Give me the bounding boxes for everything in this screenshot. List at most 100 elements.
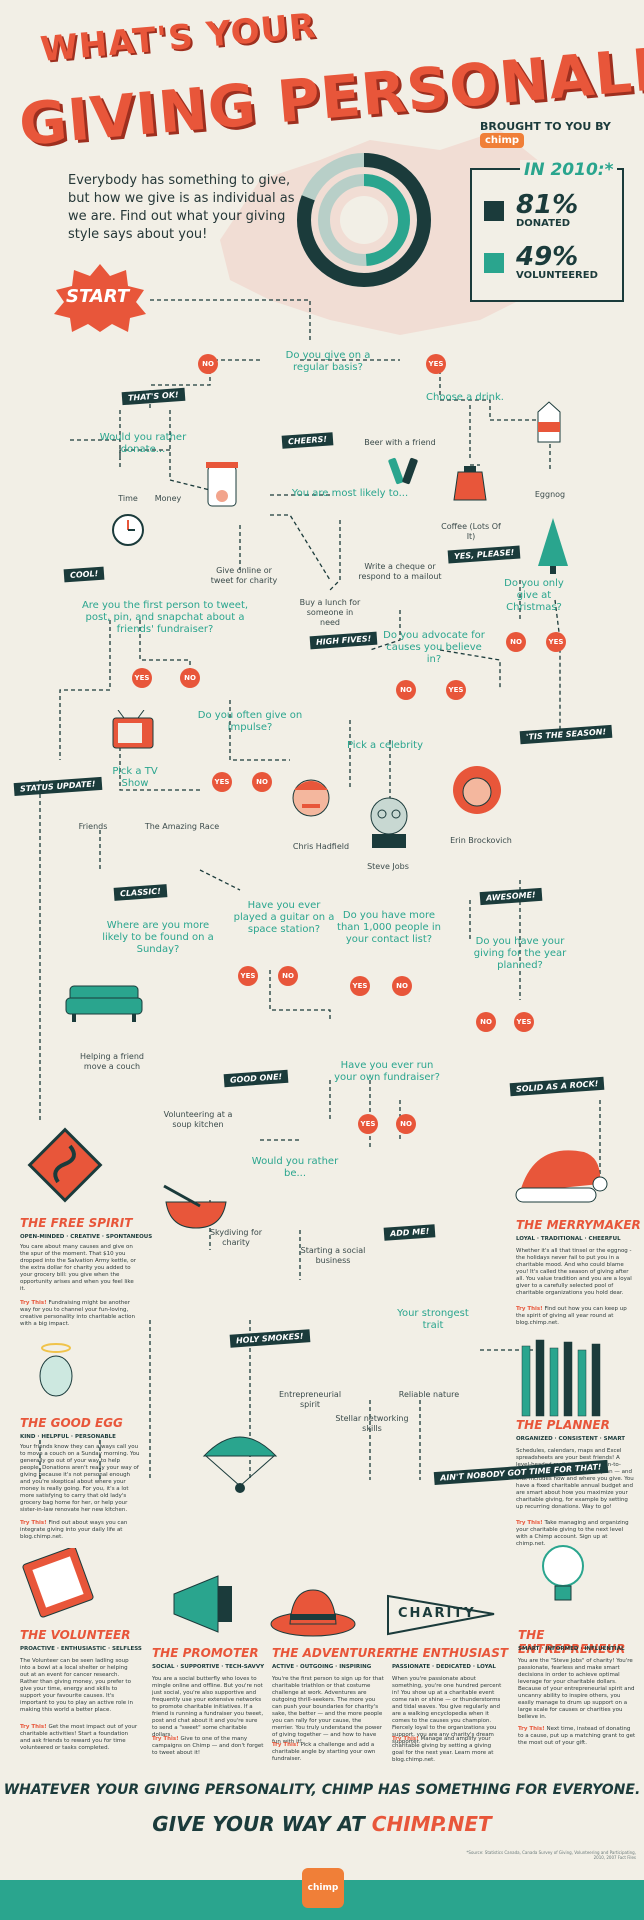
option-eggnog[interactable]: Eggnog	[534, 490, 566, 499]
answer-no-impulse[interactable]: NO	[252, 772, 272, 792]
chimp-net-link[interactable]: CHIMP.NET	[371, 1812, 492, 1836]
option-coffee[interactable]: Coffee (Lots Of It)	[441, 522, 501, 541]
adventurer-tip: Try This! Pick a challenge and add a cha…	[272, 1742, 384, 1763]
option-write-cheque[interactable]: Write a cheque or respond to a mailout	[358, 562, 442, 581]
volunteer-tip: Try This! Get the most impact out of you…	[20, 1724, 138, 1752]
volunteer-traits: PROACTIVE · ENTHUSIASTIC · SELFLESS	[20, 1646, 142, 1652]
answer-no-christmas[interactable]: NO	[506, 632, 526, 652]
promoter-traits: SOCIAL · SUPPORTIVE · TECH-SAVVY	[152, 1664, 265, 1670]
option-entrepreneurial[interactable]: Entrepreneurial spirit	[278, 1390, 342, 1409]
free-spirit-tip: Try This! Fundraising might be another w…	[20, 1300, 140, 1328]
answer-no-first[interactable]: NO	[180, 668, 200, 688]
free-spirit-name: THE FREE SPIRIT	[20, 1216, 133, 1230]
answer-no-guitar[interactable]: NO	[278, 966, 298, 986]
enthusiast-tip-text: Manage and amplify your charitable givin…	[392, 1736, 494, 1763]
answer-yes-contacts[interactable]: YES	[350, 976, 370, 996]
footer-cta: GIVE YOUR WAY AT CHIMP.NET	[0, 1812, 644, 1836]
good-egg-tip-text: Find out about ways you can integrate gi…	[20, 1520, 128, 1540]
merrymaker-tip-text: Find out how you can keep up the spirit …	[516, 1306, 627, 1326]
enthusiast-traits: PASSIONATE · DEDICATED · LOYAL	[392, 1664, 496, 1670]
planner-desc: Schedules, calendars, maps and Excel spr…	[516, 1448, 634, 1510]
q-giving-planned: Do you have your giving for the year pla…	[473, 936, 567, 971]
chris-hadfield-portrait	[292, 779, 330, 817]
donated-percent: 81%	[516, 190, 579, 220]
christmas-tree-icon	[538, 518, 568, 574]
promoter-tip-label: Try This!	[152, 1736, 179, 1742]
donated-label: DONATED	[516, 218, 571, 229]
choose-drink: Choose a drink.	[426, 392, 504, 403]
good-egg-tip-label: Try This!	[20, 1520, 47, 1526]
entrepreneur-traits: SMART · INFORMED · INFLUENTIAL	[518, 1646, 625, 1652]
start-burst[interactable]	[52, 262, 148, 332]
option-give-online[interactable]: Give online or tweet for charity	[210, 566, 278, 585]
answer-no-fundraiser[interactable]: NO	[396, 1114, 416, 1134]
q-impulse: Do you often give on impulse?	[197, 710, 303, 733]
option-chris-hadfield[interactable]: Chris Hadfield	[292, 842, 350, 851]
volunteer-name: THE VOLUNTEER	[20, 1628, 131, 1642]
entrepreneur-name: THE ENTREPRENEUR	[518, 1628, 626, 1656]
q-most-likely: You are most likely to...	[291, 488, 409, 499]
stat-donated: 81% DONATED	[484, 192, 578, 229]
chimp-logo[interactable]: chimp	[480, 133, 525, 148]
option-skydiving[interactable]: Skydiving for charity	[209, 1228, 263, 1247]
coffee-pot-icon	[453, 466, 487, 501]
answer-yes-impulse[interactable]: YES	[212, 772, 232, 792]
answer-yes-regular[interactable]: YES	[426, 354, 446, 374]
option-soup-kitchen[interactable]: Volunteering at a soup kitchen	[163, 1110, 233, 1129]
enthusiast-name: THE ENTHUSIAST	[392, 1646, 509, 1660]
option-beer[interactable]: Beer with a friend	[364, 438, 436, 447]
answer-no-regular[interactable]: NO	[198, 354, 218, 374]
option-amazing-race[interactable]: The Amazing Race	[144, 822, 220, 831]
q-regular-basis: Do you give on a regular basis?	[285, 350, 371, 373]
answer-yes-first[interactable]: YES	[132, 668, 152, 688]
answer-no-advocate[interactable]: NO	[396, 680, 416, 700]
donated-ring	[297, 153, 431, 287]
enthusiast-desc: When you're passionate about something, …	[392, 1676, 502, 1745]
q-guitar-space: Have you ever played a guitar on a space…	[233, 900, 335, 935]
merrymaker-desc: Whether it's all that tinsel or the eggn…	[516, 1248, 632, 1296]
answer-no-contacts[interactable]: NO	[392, 976, 412, 996]
footer-tagline: WHATEVER YOUR GIVING PERSONALITY, CHIMP …	[3, 1782, 641, 1798]
pennant-text: CHARITY	[398, 1606, 476, 1621]
option-steve-jobs[interactable]: Steve Jobs	[367, 862, 409, 871]
option-time[interactable]: Time	[118, 494, 138, 503]
volunteered-ring	[318, 174, 410, 266]
q-contact-list: Do you have more than 1,000 people in yo…	[337, 910, 441, 945]
answer-yes-fundraiser[interactable]: YES	[358, 1114, 378, 1134]
answer-yes-advocate[interactable]: YES	[446, 680, 466, 700]
option-social-business[interactable]: Starting a social business	[300, 1246, 366, 1265]
start-label: START	[66, 286, 130, 307]
answer-yes-planned[interactable]: YES	[514, 1012, 534, 1032]
giving-donut-chart	[297, 153, 431, 287]
volunteer-tip-label: Try This!	[20, 1724, 47, 1730]
option-networking[interactable]: Stellar networking skills	[335, 1414, 409, 1433]
option-buy-lunch[interactable]: Buy a lunch for someone in need	[299, 598, 361, 627]
planner-tip-text: Take managing and organizing your charit…	[516, 1520, 629, 1547]
eggnog-carton-icon	[537, 401, 561, 443]
option-reliable[interactable]: Reliable nature	[398, 1390, 460, 1399]
option-helping-friend[interactable]: Helping a friend move a couch	[80, 1052, 144, 1071]
option-erin-brockovich[interactable]: Erin Brockovich	[450, 836, 512, 845]
option-friends[interactable]: Friends	[78, 822, 108, 831]
enthusiast-tip-label: Try This!	[392, 1736, 419, 1742]
good-egg-desc: Your friends know they can always call y…	[20, 1444, 140, 1513]
egg-icon	[39, 1343, 73, 1397]
free-spirit-tip-text: Fundraising might be another way for you…	[20, 1300, 135, 1327]
option-money[interactable]: Money	[154, 494, 182, 503]
merrymaker-name: THE MERRYMAKER	[516, 1218, 641, 1232]
answer-yes-christmas[interactable]: YES	[546, 632, 566, 652]
beer-bottles-icon	[388, 457, 418, 485]
q-only-christmas: Do you only give at Christmas?	[504, 578, 564, 613]
adventurer-tip-label: Try This!	[272, 1742, 299, 1748]
free-spirit-desc: You care about many causes and give on t…	[20, 1244, 136, 1292]
footer-chimp-logo[interactable]: chimp	[302, 1868, 344, 1908]
donated-swatch	[484, 200, 504, 221]
winding-road-sign-icon	[27, 1127, 103, 1203]
source-footnote: *Source: Statistics Canada, Canada Surve…	[466, 1850, 636, 1860]
soup-bowl-icon	[163, 1184, 227, 1229]
free-spirit-tip-label: Try This!	[20, 1300, 47, 1306]
stats-box: 81% DONATED 49% VOLUNTEERED	[470, 168, 624, 302]
answer-no-planned[interactable]: NO	[476, 1012, 496, 1032]
pick-tv-show: Pick a TV Show	[112, 766, 158, 789]
answer-yes-guitar[interactable]: YES	[238, 966, 258, 986]
